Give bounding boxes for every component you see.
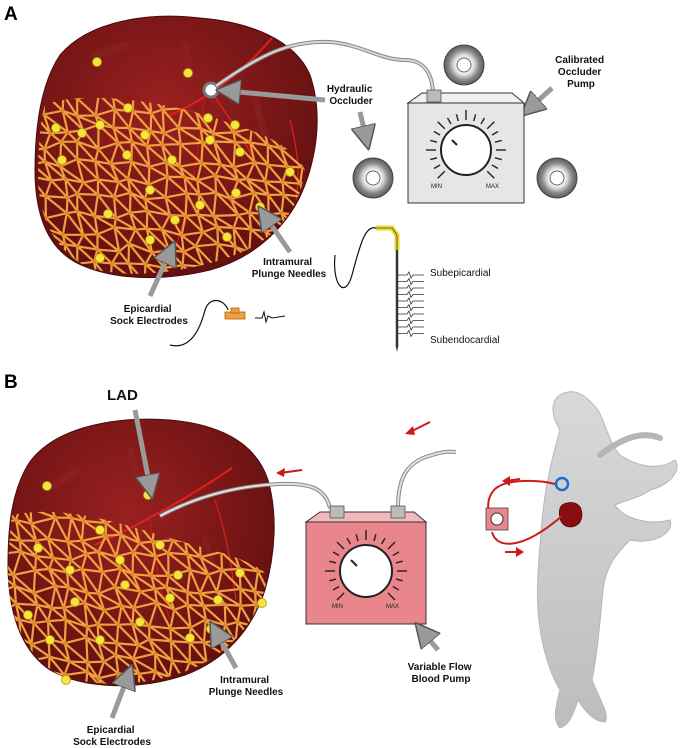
electrode-dot [257, 598, 267, 608]
electrode-dot [92, 57, 102, 67]
electrode-dot [115, 555, 125, 565]
electrode-dot [235, 147, 245, 157]
electrode-dot [165, 593, 175, 603]
blood-pump-b: MIN MAX [304, 505, 428, 625]
electrode-dot [77, 128, 87, 138]
electrode-dot [235, 568, 245, 578]
arrow-plunge-needles-a [265, 216, 293, 254]
panel-b-letter: B [4, 372, 18, 393]
flow-arrows-b [276, 421, 431, 477]
electrode-dot [155, 540, 165, 550]
dial-max-label-a: MAX [486, 184, 499, 190]
electrode-dot [120, 580, 130, 590]
electrode-dot [23, 610, 33, 620]
label-blood-pump: Variable Flow Blood Pump [408, 662, 475, 685]
label-plunge-needles-a: Intramural Plunge Needles [252, 257, 327, 280]
arrow-hydraulic-occluder [228, 91, 326, 100]
electrode-dot [145, 235, 155, 245]
label-subepicardial: Subepicardial [430, 268, 491, 279]
arrow-blood-pump [423, 632, 438, 652]
electrode-dot [123, 103, 133, 113]
electrode-dot [45, 635, 55, 645]
arrow-lad [132, 409, 150, 487]
arrow-torus-link [360, 111, 366, 138]
electrode-dot [173, 570, 183, 580]
electrode-dot [57, 155, 67, 165]
electrode-dot [95, 253, 105, 263]
electrode-dot [195, 200, 205, 210]
electrode-dot [205, 135, 215, 145]
label-lad: LAD [107, 387, 138, 404]
label-sock-electrodes-b: Epicardial Sock Electrodes [73, 725, 151, 748]
electrode-dot [167, 155, 177, 165]
mini-pump-circuit [485, 476, 563, 557]
electrode-dot [145, 185, 155, 195]
label-hydraulic-occluder: Hydraulic Occluder [327, 84, 375, 107]
arrow-occluder-pump [530, 86, 554, 108]
arrow-plunge-needles-b [216, 632, 239, 670]
dog-silhouette [536, 391, 678, 729]
electrode-dot [33, 543, 43, 553]
electrode-dot [230, 120, 240, 130]
sock-electrode-connector-a [169, 300, 286, 347]
electrode-dot [103, 209, 113, 219]
arrow-sock-electrodes-b [109, 676, 128, 719]
dial-min-label-b: MIN [332, 604, 343, 610]
label-occluder-pump: Calibrated Occluder Pump [555, 55, 607, 90]
electrode-dot [222, 232, 232, 242]
perfusion-tubing-out [396, 449, 457, 509]
arrow-sock-electrodes-a [147, 252, 170, 298]
occluder-torus-icons-a [352, 44, 578, 199]
dial-min-label-a: MIN [431, 184, 442, 190]
electrode-dot [170, 215, 180, 225]
electrode-dot [65, 565, 75, 575]
electrode-dot [206, 624, 216, 634]
label-subendocardial: Subendocardial [430, 335, 500, 346]
electrode-dot [95, 525, 105, 535]
plunge-needle-a [333, 225, 424, 352]
electrode-dot [285, 167, 295, 177]
panel-a-letter: A [4, 4, 18, 25]
electrode-dot [255, 202, 265, 212]
electrode-dot [143, 490, 153, 500]
electrode-dot [140, 130, 150, 140]
electrode-dot [183, 68, 193, 78]
electrode-dot [203, 113, 213, 123]
electrode-dot [61, 675, 71, 685]
electrode-dot [231, 188, 241, 198]
electrode-dot [95, 635, 105, 645]
electrode-dot [51, 123, 61, 133]
electrode-dot [213, 595, 223, 605]
electrode-dot [185, 633, 195, 643]
dial-max-label-b: MAX [386, 604, 399, 610]
electrode-dot [122, 150, 132, 160]
electrode-dot [95, 120, 105, 130]
occluder-pump-a: MIN MAX [406, 89, 526, 204]
electrode-dot [42, 481, 52, 491]
electrode-dot [135, 617, 145, 627]
label-sock-electrodes-a: Epicardial Sock Electrodes [110, 304, 188, 327]
label-plunge-needles-b: Intramural Plunge Needles [209, 675, 284, 698]
electrode-dot [70, 597, 80, 607]
